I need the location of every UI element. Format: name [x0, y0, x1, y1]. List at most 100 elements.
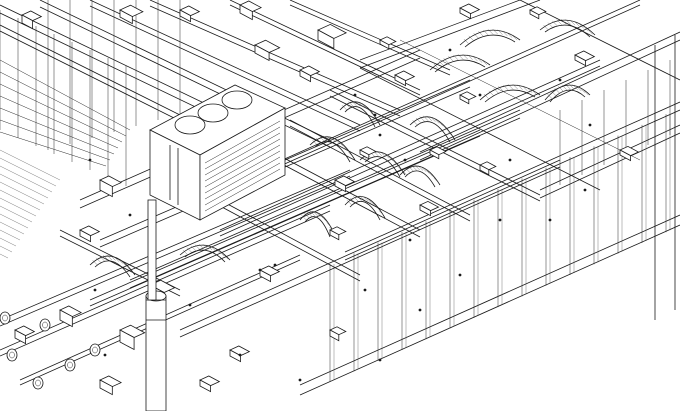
flex-duct-rib [348, 152, 354, 158]
wall-grid-line [0, 131, 107, 167]
flex-ducts [89, 19, 596, 278]
ahu-slat [204, 120, 281, 164]
flex-duct-rib [198, 244, 205, 250]
duct-cap-icon [92, 346, 98, 354]
flex-duct-rib [497, 29, 503, 35]
terminal-box-side [329, 229, 340, 241]
roof-slab [359, 0, 680, 191]
terminal-box-side [99, 179, 113, 198]
tag-marker [258, 268, 262, 272]
floor-hatch-line [0, 229, 21, 241]
flex-duct-rib [561, 84, 568, 91]
flex-duct-rib [370, 112, 376, 118]
flex-duct-rib [387, 155, 393, 161]
tag-marker [403, 158, 407, 162]
duct-cap-icon [2, 314, 8, 322]
flex-duct-rib [113, 256, 120, 262]
flex-duct [544, 24, 591, 38]
flex-duct-rib [306, 211, 313, 217]
duct-edge [219, 65, 601, 237]
flex-duct [414, 121, 451, 143]
flex-duct-rib [481, 59, 488, 66]
flex-duct-rib [206, 244, 213, 251]
tag-marker [583, 188, 587, 192]
floor-hatch-line [0, 237, 17, 247]
ahu-slat [204, 126, 281, 170]
flex-duct-rib [348, 101, 354, 107]
flex-duct [549, 89, 586, 103]
flex-duct [434, 59, 486, 73]
flex-duct-rib [522, 85, 528, 91]
flex-duct-rib [182, 249, 189, 256]
duct-edge [219, 205, 361, 282]
flex-duct-rib [527, 87, 533, 93]
flex-duct-rib [430, 116, 436, 122]
duct-cap-icon [32, 376, 44, 390]
flex-duct-rib [444, 127, 451, 133]
tag-marker [498, 218, 502, 222]
floor-hatch-line [0, 213, 29, 229]
duct-cap-icon [35, 379, 41, 387]
flex-duct-rib [503, 84, 509, 91]
terminal-box-side [619, 149, 631, 162]
duct-edge [89, 5, 361, 132]
flex-duct-rib [578, 23, 584, 29]
fan-opening-icon [221, 90, 253, 110]
flex-duct-rib [502, 30, 508, 36]
flex-duct-rib [517, 84, 523, 90]
flex-duct-rib [337, 140, 343, 146]
terminal-box-side [479, 164, 490, 176]
flex-duct-rib [345, 102, 351, 109]
tag-marker [378, 133, 382, 137]
terminal-box-side [317, 29, 335, 50]
flex-duct-rib [320, 215, 327, 221]
flex-duct-rib [511, 34, 518, 41]
flex-duct-rib [398, 167, 404, 173]
flex-duct-rib [438, 60, 444, 66]
ahu-slat [204, 132, 281, 176]
flex-duct [339, 101, 381, 126]
terminal-box-side [419, 204, 431, 217]
tag-marker [588, 123, 592, 127]
flex-duct-rib [330, 136, 336, 142]
flex-duct-rib [488, 90, 494, 96]
flex-duct-rib [421, 166, 427, 172]
terminal-box-side [239, 4, 253, 21]
tag-marker [373, 113, 377, 117]
duct-edge [179, 166, 561, 338]
flex-duct-rib [341, 105, 348, 111]
flex-duct-rib [572, 84, 578, 90]
flex-duct-rib [346, 200, 353, 206]
terminal-box-side [21, 14, 33, 30]
flex-duct-rib [110, 255, 116, 261]
terminal-box-side [334, 179, 346, 193]
flex-duct [179, 244, 231, 261]
flex-duct-rib [394, 162, 401, 168]
flex-duct-rib [312, 210, 318, 217]
wall-grid-line [0, 83, 123, 143]
terminal-box-side [459, 7, 471, 20]
duct-edge [289, 4, 451, 76]
flex-duct-rib [351, 100, 357, 106]
tag-marker [558, 78, 562, 82]
fan-opening-icon [174, 115, 206, 135]
tag-marker [548, 218, 552, 222]
flex-duct [364, 156, 401, 178]
terminal-box-side [359, 149, 370, 160]
flex-duct-rib [380, 151, 386, 157]
terminal-box-side [79, 229, 91, 243]
flex-duct-rib [318, 213, 324, 219]
duct-edge [329, 89, 541, 196]
flex-duct-rib [468, 35, 474, 41]
flex-duct-rib [369, 199, 375, 205]
flex-duct-rib [531, 89, 538, 96]
flex-duct [479, 84, 541, 101]
tag-marker [458, 273, 462, 277]
flex-duct-rib [117, 258, 123, 264]
duct-edge [0, 175, 351, 327]
flex-duct-rib [565, 84, 571, 90]
wall-grid-line [0, 71, 127, 137]
floor-hatch-line [0, 197, 37, 217]
flex-duct-rib [202, 244, 209, 250]
duct-edge [229, 4, 421, 96]
